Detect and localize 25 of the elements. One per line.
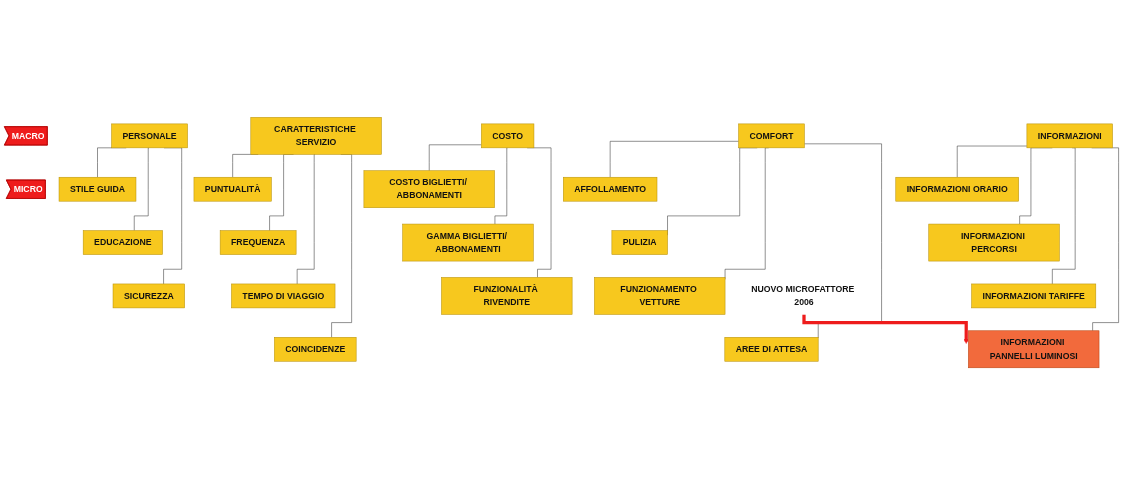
node-box: INFORMAZIONI (1026, 124, 1113, 149)
node-text: NUOVO MICROFATTORE 2006 (751, 284, 855, 308)
node-box: PULIZIA (611, 230, 668, 256)
node-box: COINCIDENZE (274, 337, 357, 362)
node-box: INFORMAZIONI TARIFFE (971, 284, 1097, 309)
node-box: AREE DI ATTESA (724, 337, 819, 362)
node-box: GAMMA BIGLIETTI/ ABBONAMENTI (402, 224, 534, 262)
node-box: COSTO (481, 124, 535, 149)
node-box: STILE GUIDA (58, 177, 137, 202)
node-box: FUNZIONALITÀ RIVENDITE (441, 277, 573, 316)
arrow (802, 313, 969, 345)
node-box: PERSONALE (111, 124, 188, 149)
node-box: INFORMAZIONI ORARIO (895, 177, 1019, 202)
node-box: INFORMAZIONI PERCORSI (928, 224, 1060, 262)
node-box: FUNZIONAMENTO VETTURE (594, 277, 726, 316)
node-box: COSTO BIGLIETTI/ ABBONAMENTI (363, 170, 495, 209)
node-box: EDUCAZIONE (82, 230, 163, 256)
node-box: COMFORT (738, 124, 805, 149)
node-box: PUNTUALITÀ (193, 177, 272, 202)
node-box: TEMPO DI VIAGGIO (231, 284, 336, 309)
node-box: CARATTERISTICHE SERVIZIO (250, 117, 382, 156)
node-box: SICUREZZA (112, 284, 185, 309)
node-box: FREQUENZA (219, 230, 297, 256)
node-box: AFFOLLAMENTO (563, 177, 658, 202)
node-box: INFORMAZIONI PANNELLI LUMINOSI (968, 330, 1100, 369)
